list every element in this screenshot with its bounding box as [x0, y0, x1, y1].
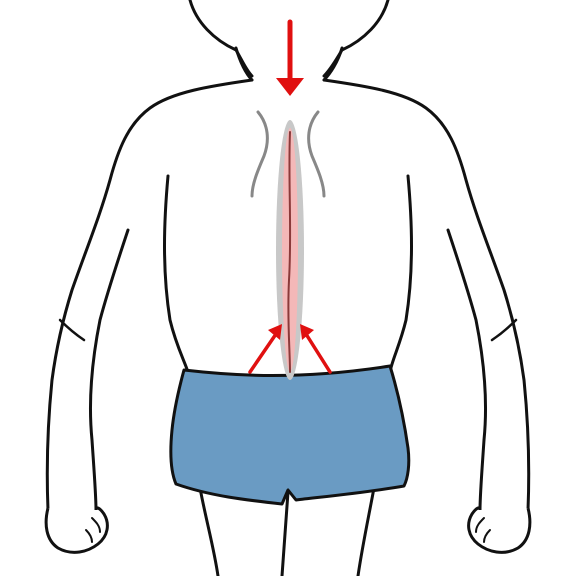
arrow-up-right-icon	[248, 324, 282, 374]
hand-left-fingers	[85, 517, 101, 543]
arm-inner-left	[88, 228, 130, 512]
neck-outline	[234, 46, 344, 82]
shoulder-blade-left	[250, 110, 269, 198]
hand-right	[467, 506, 532, 554]
spine-line	[287, 131, 292, 373]
hand-left	[44, 506, 109, 554]
hand-right-fingers	[475, 517, 491, 543]
arrow-down-icon	[276, 19, 304, 96]
elbow-crease-right	[490, 318, 518, 342]
shorts	[169, 364, 411, 506]
torso-side-right	[388, 174, 413, 374]
elbow-crease-left	[58, 318, 86, 342]
torso-side-left	[163, 174, 190, 374]
arm-inner-right	[446, 228, 488, 512]
arrow-up-left-icon	[300, 324, 332, 374]
legs-outline	[198, 486, 376, 576]
shoulder-blade-right	[307, 110, 326, 198]
body-outline	[45, 78, 531, 512]
